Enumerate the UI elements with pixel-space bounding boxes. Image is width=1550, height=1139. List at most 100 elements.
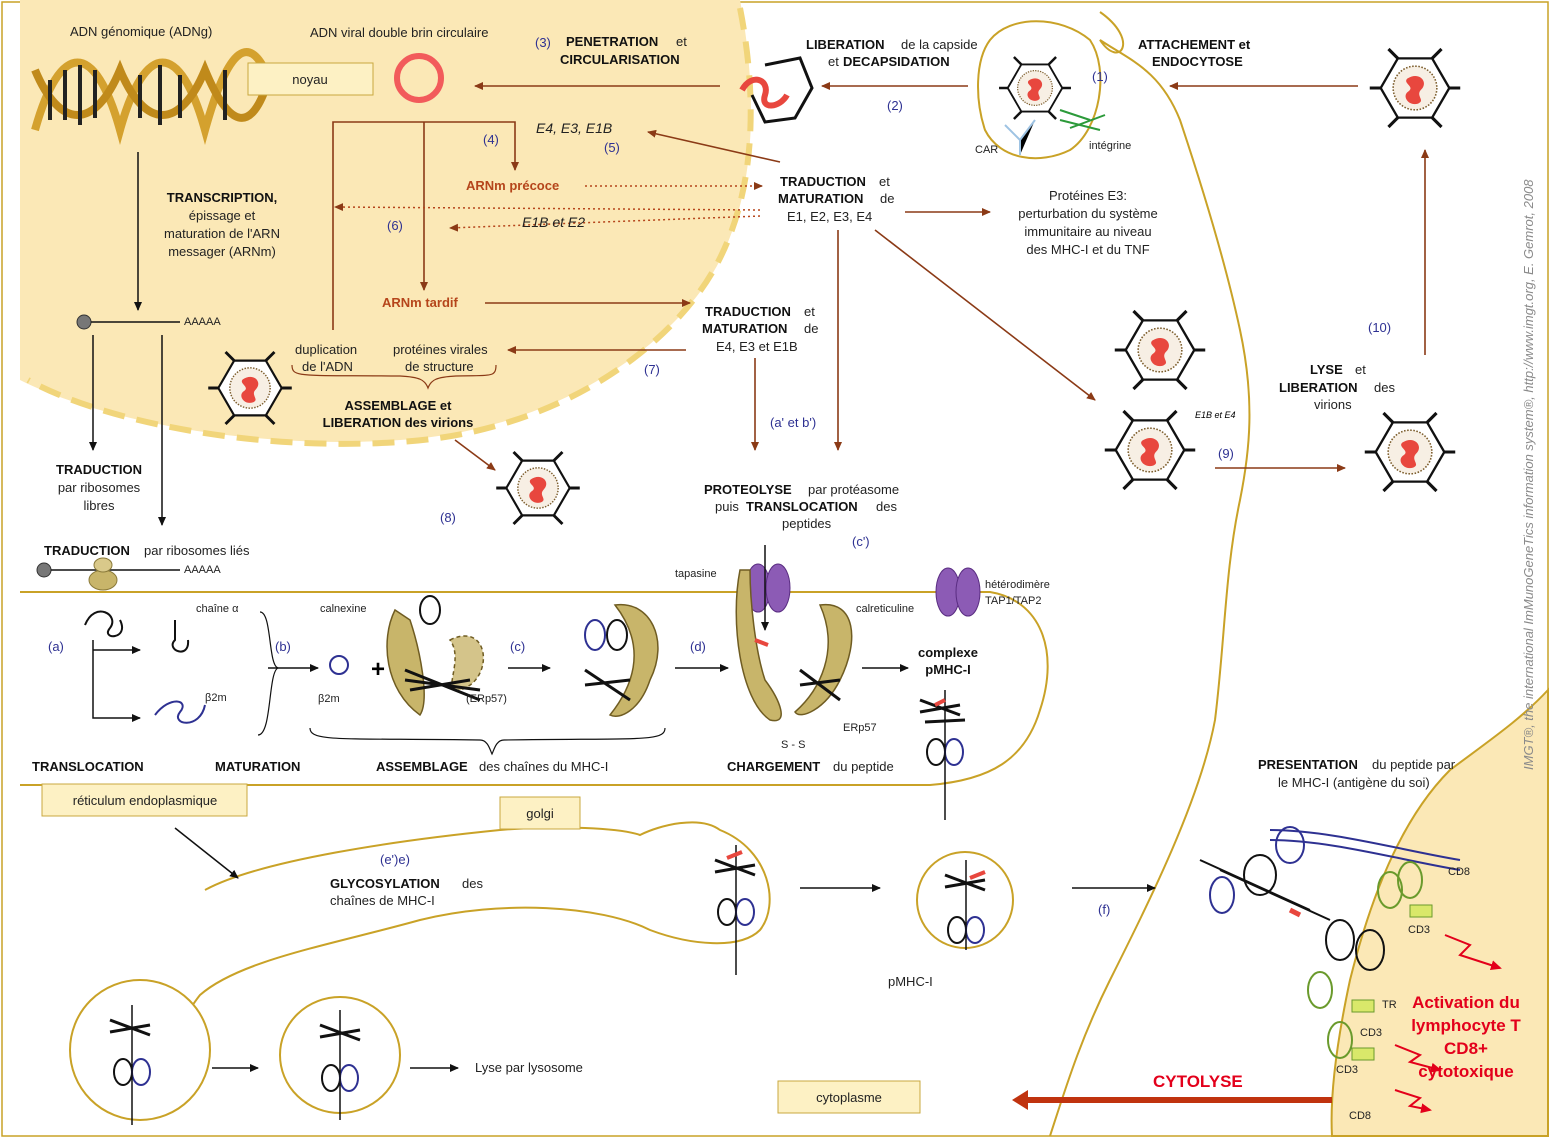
b2m-label-2: β2m: [318, 693, 340, 705]
e4-e3-e1b-label: E4, E3, E1B: [536, 120, 612, 136]
tcr-mhc-synapse-icon: [1199, 826, 1461, 1061]
peptide-loading-complex-icon: [735, 569, 853, 722]
cell-membrane: [1049, 11, 1251, 1137]
a-num: (a): [48, 639, 64, 654]
lyse-lysosome-label: Lyse par lysosome: [475, 1060, 583, 1075]
decapsidation-et: et: [828, 54, 839, 69]
arrow-to-b2m: [92, 640, 141, 722]
attachement-label: ATTACHEMENT et: [1138, 37, 1251, 52]
e1b-e4-label: E1B et E4: [1195, 410, 1236, 420]
adng-label: ADN génomique (ADNg): [70, 24, 212, 39]
brace-assemblage: [309, 727, 666, 756]
step-9-num: (9): [1218, 446, 1234, 461]
traduction-libres-bold: TRADUCTION: [56, 462, 142, 477]
brace-maturation: [257, 611, 280, 736]
endoplasmic-reticulum: [20, 591, 1049, 786]
liberation-bold: LIBERATION: [1279, 380, 1357, 395]
traduction-1-bold: TRADUCTION: [780, 174, 866, 189]
noyau-tag: [247, 62, 374, 96]
alpha-chain-icon: [171, 620, 190, 653]
maturation-2-de: de: [804, 321, 818, 336]
vesicle-mhc-icon: [944, 860, 986, 950]
step-6-num: (6): [387, 218, 403, 233]
virions-label: virions: [1314, 397, 1352, 412]
e-num: (e')e): [380, 852, 410, 867]
car-label: CAR: [975, 144, 998, 156]
noyau-label: noyau: [292, 72, 327, 87]
transcription-line3: maturation de l'ARN: [164, 226, 280, 241]
traduction-2-et: et: [804, 304, 815, 319]
traduction-lies-rest: par ribosomes liés: [144, 543, 250, 558]
decapsidation-label: DECAPSIDATION: [843, 54, 950, 69]
activation-line2: lymphocyte T: [1411, 1016, 1521, 1035]
capsid-release-icon: [739, 56, 814, 124]
translocation-bold: TRANSLOCATION: [746, 499, 858, 514]
step-1-num: (1): [1092, 69, 1108, 84]
liberation-capside-rest: de la capside: [901, 37, 978, 52]
reticulum-label: réticulum endoplasmique: [73, 793, 218, 808]
ss-label: S - S: [781, 739, 805, 751]
pmhc-label: pMHC-I: [888, 974, 933, 989]
de-adn-label: de l'ADN: [302, 359, 353, 374]
lysosome-mhc-icon-2: [319, 1010, 361, 1120]
cytolyse-arrowhead: [1012, 1090, 1028, 1110]
reticulum-tag: [41, 783, 248, 817]
cytoplasme-tag: [777, 1080, 921, 1114]
t-lymphocyte-cell: [1330, 687, 1549, 1137]
traduction-libres-line3: libres: [83, 498, 115, 513]
f-num: (f): [1098, 902, 1110, 917]
proteolyse-rest: par protéasome: [808, 482, 899, 497]
lysosome-mhc-icon-1: [109, 1005, 151, 1125]
arrow-to-virions-right: [874, 229, 1096, 401]
lysosome-vesicle-1: [69, 979, 211, 1121]
proteines-e3-line1: Protéines E3:: [1049, 188, 1127, 203]
lyse-bold: LYSE: [1310, 362, 1343, 377]
tr-label: TR: [1382, 999, 1397, 1011]
traduction-1-et: et: [879, 174, 890, 189]
assemblage-line1: ASSEMBLAGE et: [345, 398, 453, 413]
proteines-virales-label: protéines virales: [393, 342, 488, 357]
lyse-et: et: [1355, 362, 1366, 377]
virion-icon-right-1: [1113, 309, 1207, 391]
pmhc-complex-icon: [919, 690, 966, 820]
chaine-alpha-label: chaîne α: [196, 603, 239, 615]
e1-e4-label: E1, E2, E3, E4: [787, 209, 872, 224]
transport-vesicle: [916, 851, 1014, 949]
step-7-num: (7): [644, 362, 660, 377]
proteines-e3-line2: perturbation du système: [1018, 206, 1157, 221]
step-3-num: (3): [535, 35, 551, 50]
b2m-label: β2m: [205, 692, 227, 704]
presentation-rest: du peptide par: [1372, 757, 1456, 772]
cd8-bottom-label: CD8: [1349, 1110, 1371, 1122]
maturation-1-de: de: [880, 191, 894, 206]
translocation-bottom: TRANSLOCATION: [32, 759, 144, 774]
arrow-to-virion-assembled: [454, 439, 496, 471]
step-2-num: (2): [887, 98, 903, 113]
golgi-membrane: [149, 821, 771, 1061]
translocation-rest: des: [876, 499, 897, 514]
integrine-label: intégrine: [1089, 140, 1131, 152]
penetration-et: et: [676, 34, 687, 49]
heterodimere-line2: TAP1/TAP2: [985, 595, 1041, 607]
virion-icon-right-2: [1103, 409, 1197, 491]
virion-icon-released: [1363, 411, 1457, 493]
maturation-bottom: MATURATION: [215, 759, 300, 774]
traduction-lies-bold: TRADUCTION: [44, 543, 130, 558]
traduction-2-bold: TRADUCTION: [705, 304, 791, 319]
golgi-tag: [499, 796, 581, 830]
b2m-chain-icon: [154, 700, 206, 724]
assemblage-line2: LIBERATION des virions: [323, 415, 474, 430]
presentation-line2: le MHC-I (antigène du soi): [1278, 775, 1430, 790]
polya-label-2: AAAAA: [184, 564, 221, 576]
activation-signal-1: [1444, 934, 1502, 970]
e4-e3-e1b-2-label: E4, E3 et E1B: [716, 339, 798, 354]
glycosylation-bold: GLYCOSYLATION: [330, 876, 440, 891]
endocytose-label: ENDOCYTOSE: [1152, 54, 1243, 69]
proteolyse-bold: PROTEOLYSE: [704, 482, 792, 497]
maturation-1-bold: MATURATION: [778, 191, 863, 206]
cytoplasme-label: cytoplasme: [816, 1090, 882, 1105]
step-10-num: (10): [1368, 320, 1391, 335]
step-8-num: (8): [440, 510, 456, 525]
tapasine-label: tapasine: [675, 568, 717, 580]
